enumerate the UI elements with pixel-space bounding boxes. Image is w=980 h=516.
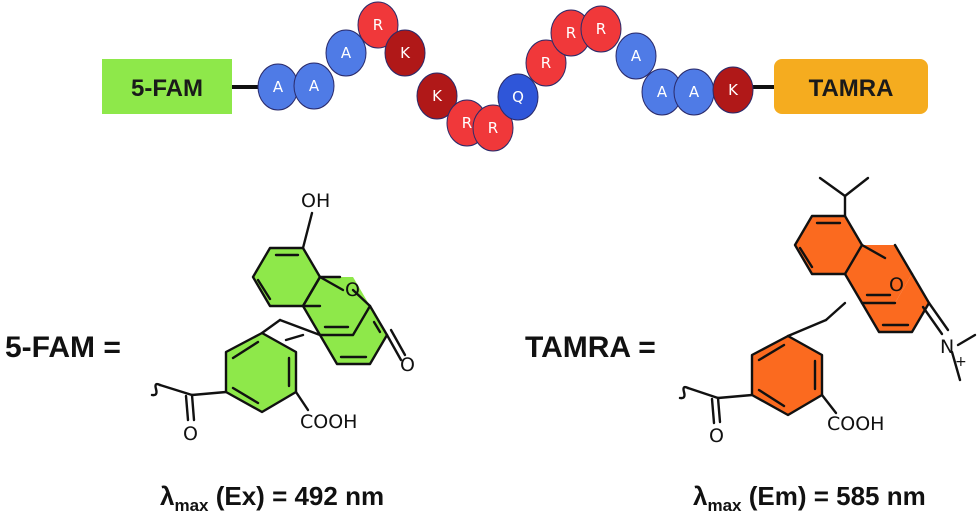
fam-box-label: 5-FAM bbox=[131, 75, 203, 102]
fam-lambda-sub: max bbox=[174, 496, 209, 515]
residue-label: A bbox=[631, 47, 642, 65]
svg-text:λmax (Em) = 585 nm: λmax (Em) = 585 nm bbox=[693, 481, 926, 515]
tamra-structure: TAMRA = O N bbox=[525, 176, 977, 515]
residue-label: R bbox=[566, 24, 576, 42]
residue-label: K bbox=[728, 81, 739, 99]
tamra-lambda-caption: λmax (Em) = 585 nm bbox=[693, 481, 926, 515]
fam-box bbox=[102, 59, 232, 114]
residue-label: R bbox=[462, 114, 472, 132]
tamra-n-plus: N bbox=[940, 336, 954, 358]
tamra-ring-oxygen: O bbox=[889, 274, 904, 296]
residue-label: A bbox=[657, 83, 668, 101]
residue-label: R bbox=[488, 119, 498, 137]
tamra-lambda-value: (Em) = 585 nm bbox=[742, 481, 926, 511]
fam-carbonyl-oxygen: O bbox=[183, 423, 198, 445]
residue-bead-glutamine bbox=[497, 73, 539, 121]
tamra-lambda-sub: max bbox=[707, 496, 742, 515]
residue-bead-arginine bbox=[472, 104, 514, 152]
residue-label: A bbox=[689, 83, 700, 101]
svg-text:λmax (Ex) = 492 nm: λmax (Ex) = 492 nm bbox=[160, 481, 384, 515]
residue-bead-arginine bbox=[525, 39, 567, 87]
residue-bead-arginine bbox=[357, 1, 399, 49]
residue-bead-alanine bbox=[325, 29, 367, 77]
residue-label: A bbox=[309, 77, 320, 95]
residue-label: R bbox=[373, 16, 383, 34]
fam-ring-oxygen: O bbox=[345, 279, 360, 301]
residue-bead-lysine bbox=[384, 29, 426, 77]
residue-bead-lysine bbox=[416, 72, 458, 120]
residue-label: K bbox=[400, 44, 411, 62]
fam-lambda-symbol: λ bbox=[160, 481, 175, 511]
tamra-carbonyl-oxygen: O bbox=[709, 425, 724, 447]
tamra-plus-charge: + bbox=[955, 354, 967, 370]
fam-equals-label: 5-FAM = bbox=[5, 331, 121, 364]
residue-bead-alanine bbox=[615, 32, 657, 80]
tamra-lambda-symbol: λ bbox=[693, 481, 708, 511]
fam-oh-label: OH bbox=[301, 190, 330, 212]
fam-lambda-value: (Ex) = 492 nm bbox=[209, 481, 385, 511]
residue-label: R bbox=[541, 54, 551, 72]
tamra-cooh-label: COOH bbox=[827, 413, 884, 435]
fam-structure: 5-FAM = OH bbox=[5, 190, 415, 515]
fam-keto-oxygen: O bbox=[400, 354, 415, 376]
residue-label: Q bbox=[512, 88, 524, 106]
fam-cooh-label: COOH bbox=[300, 411, 357, 433]
fam-lambda-caption: λmax (Ex) = 492 nm bbox=[160, 481, 384, 515]
tamra-box bbox=[774, 59, 928, 114]
residue-bead-arginine bbox=[580, 5, 622, 53]
residue-bead-alanine bbox=[293, 62, 335, 110]
residue-bead-lysine bbox=[712, 66, 754, 114]
tamra-equals-label: TAMRA = bbox=[525, 331, 656, 364]
tamra-box-label: TAMRA bbox=[809, 75, 894, 102]
residue-label: K bbox=[432, 87, 443, 105]
residue-label: R bbox=[596, 20, 606, 38]
residue-label: A bbox=[341, 44, 352, 62]
residue-label: A bbox=[273, 78, 284, 96]
